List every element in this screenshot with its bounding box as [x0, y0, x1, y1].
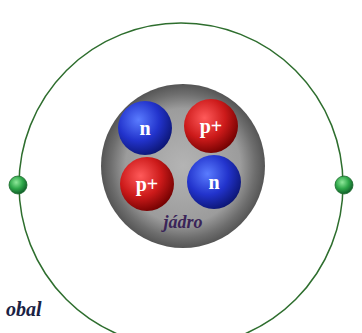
particle-symbol: p+ [200, 115, 223, 138]
orbit-label: obal [6, 298, 42, 321]
proton-disc [184, 99, 238, 153]
nucleus-label: jádro [163, 212, 202, 233]
particle-symbol: n [139, 117, 150, 140]
neutron: n [118, 101, 172, 155]
particle-symbol: n [208, 171, 219, 194]
proton: p+ [184, 99, 238, 153]
proton: p+ [120, 157, 174, 211]
particle-symbol: p+ [136, 173, 159, 196]
electron [9, 176, 27, 194]
neutron-disc [118, 101, 172, 155]
nucleus-disc [101, 84, 265, 248]
proton-disc [120, 157, 174, 211]
orbit-line [19, 23, 343, 333]
neutron-disc [187, 155, 241, 209]
electron [335, 176, 353, 194]
atomic-nucleus: jádronp+p+n [101, 84, 265, 248]
electron-orbit: obaljádronp+p+n [18, 22, 344, 333]
neutron: n [187, 155, 241, 209]
